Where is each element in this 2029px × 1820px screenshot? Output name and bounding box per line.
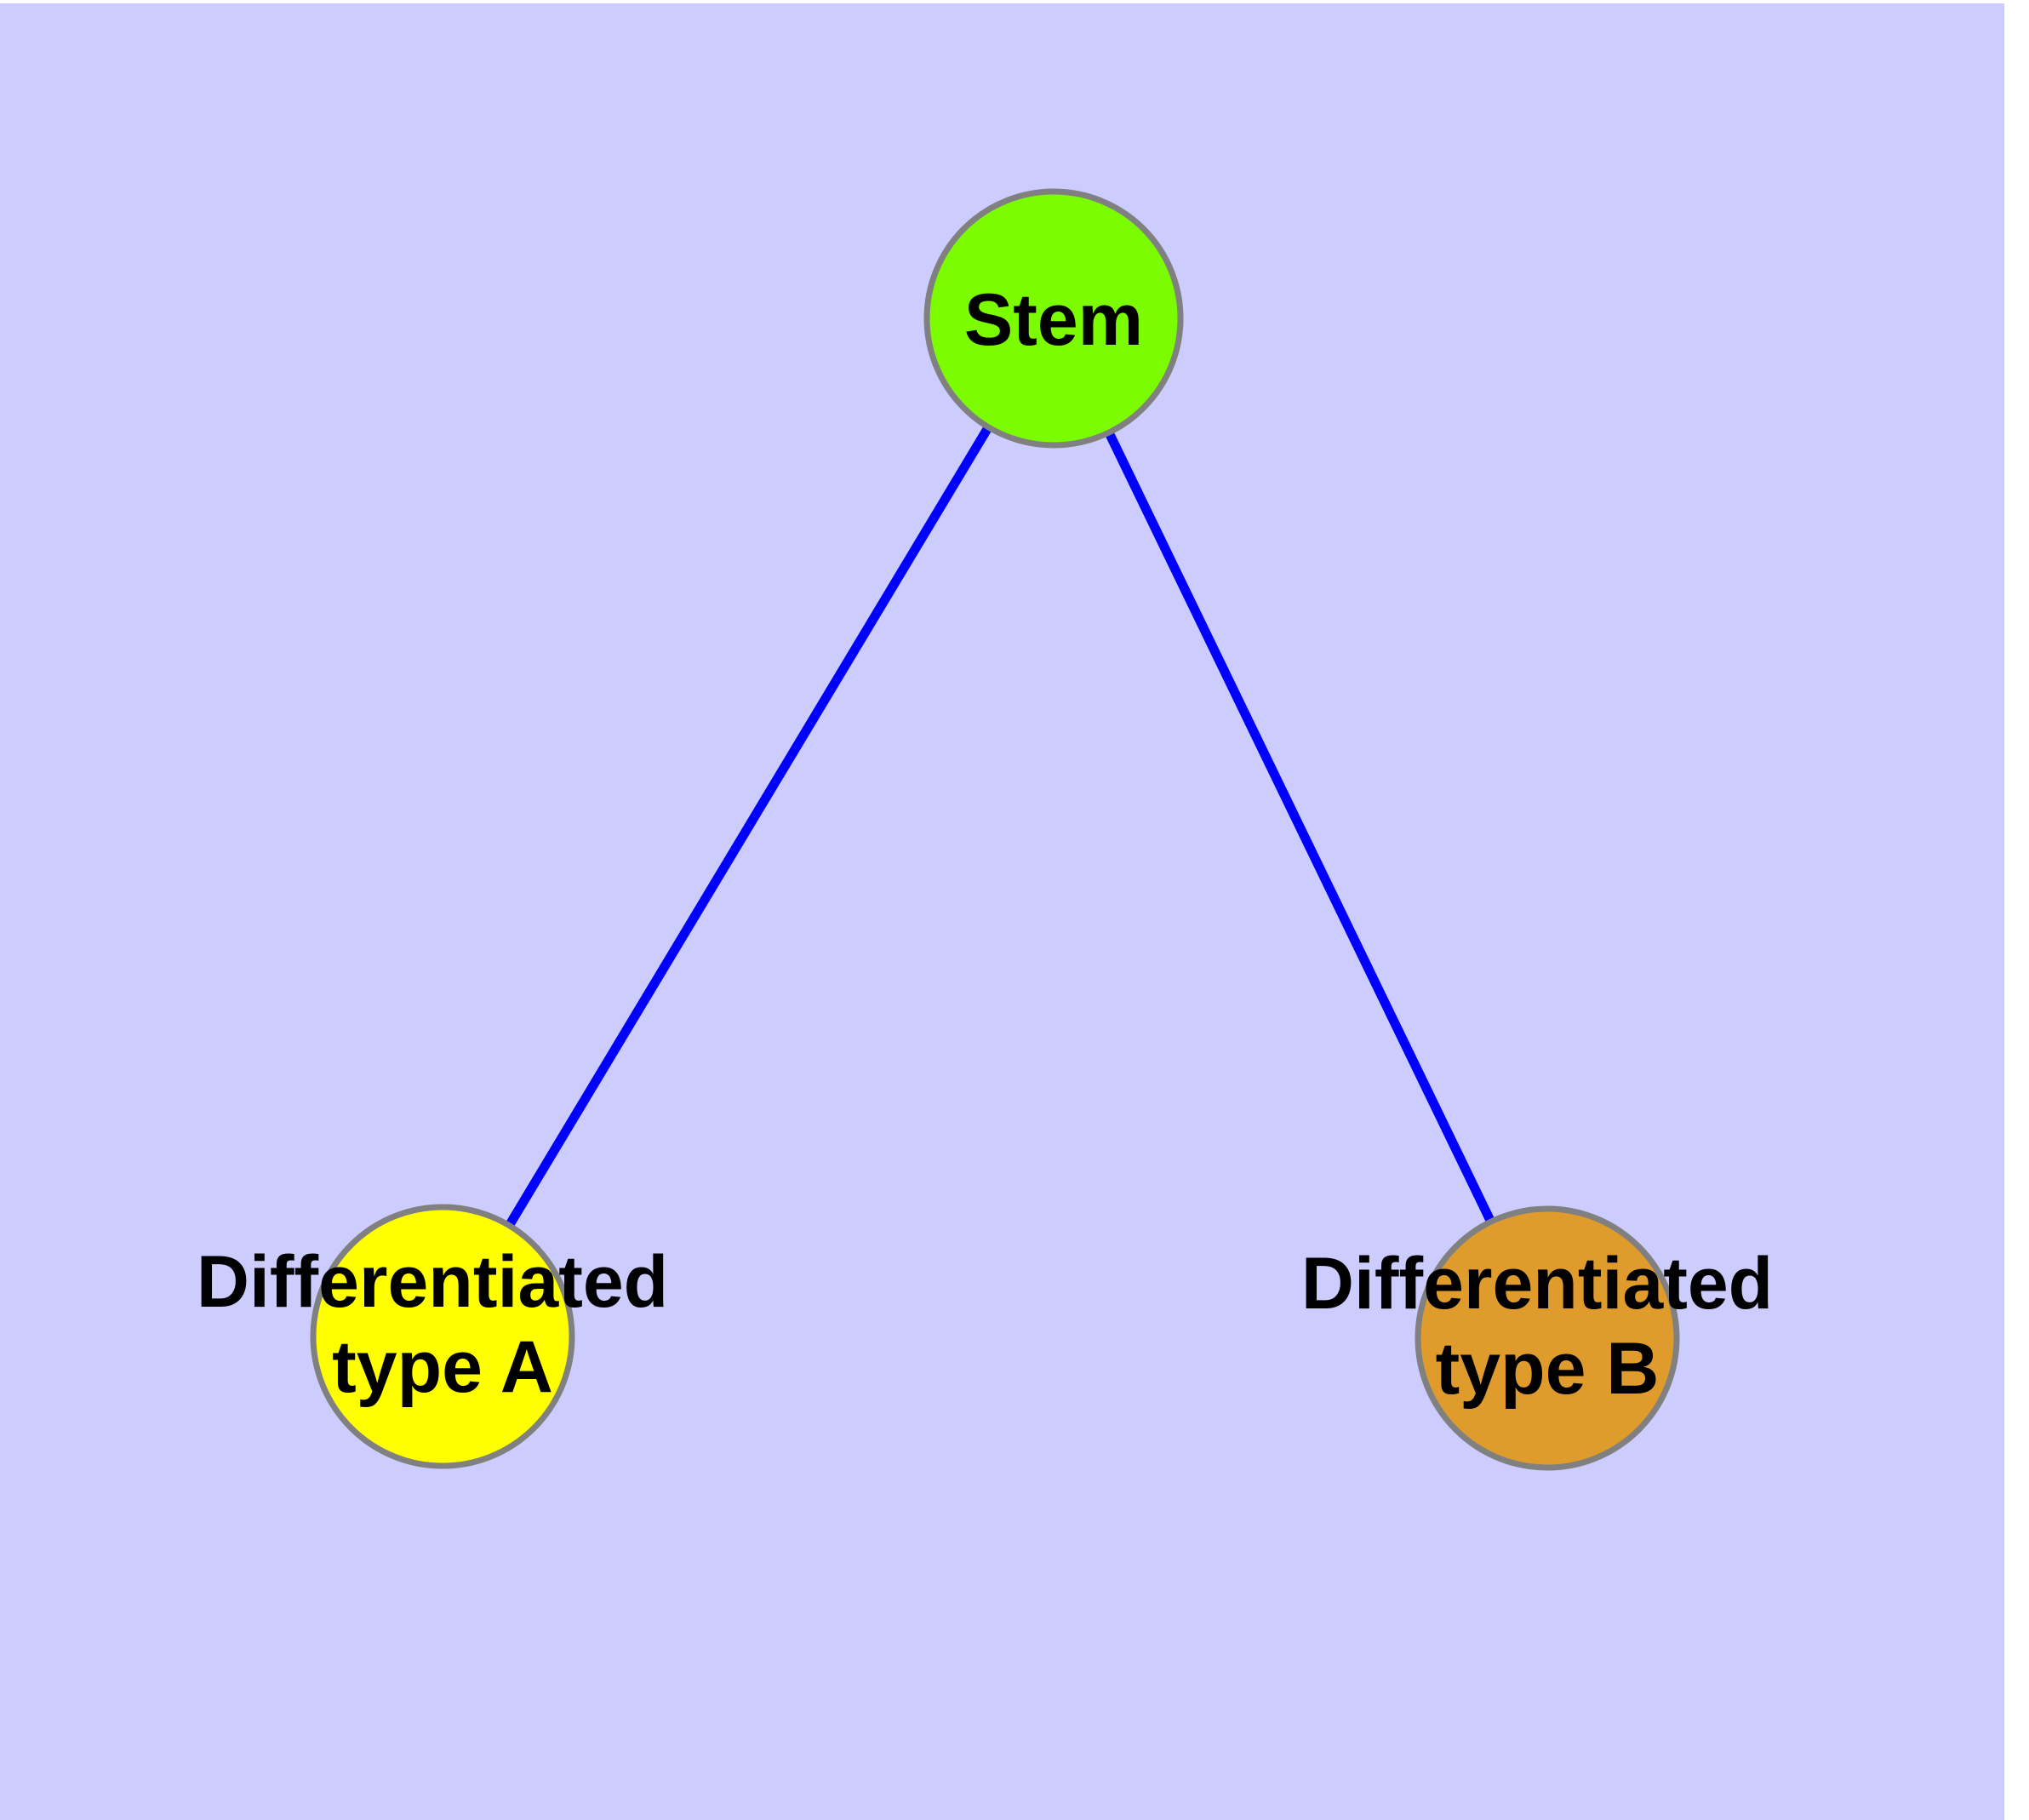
node-diff-b-circle[interactable]: [1415, 1205, 1680, 1471]
node-stem-label: Stem: [964, 279, 1143, 361]
edge-stem-to-diff-a[interactable]: [438, 316, 1058, 1339]
graph-plot-area: Stem Differentiated type A Differentiate…: [0, 3, 2004, 1820]
node-stem-circle[interactable]: [923, 188, 1184, 449]
edge-layer: [438, 316, 1552, 1341]
node-diff-a-label: Differentiated type A: [197, 1241, 689, 1408]
node-label-layer: Stem Differentiated type A Differentiate…: [197, 279, 1793, 1410]
node-diff-a-circle[interactable]: [310, 1204, 575, 1469]
node-diff-a-label-line-0: Differentiated: [197, 1241, 668, 1323]
node-diff-a[interactable]: [310, 1204, 575, 1469]
node-layer: [310, 188, 1680, 1471]
node-diff-b-label-line-0: Differentiated: [1301, 1243, 1773, 1325]
node-diff-a-label-line-1: type A: [332, 1326, 553, 1408]
node-diff-b[interactable]: [1415, 1205, 1680, 1471]
node-diff-b-label-line-1: type B: [1436, 1328, 1660, 1410]
node-stem-label-line-0: Stem: [964, 279, 1143, 361]
graph-svg: Stem Differentiated type A Differentiate…: [197, 188, 1793, 1471]
node-diff-b-label: Differentiated type B: [1301, 1243, 1793, 1410]
node-stem[interactable]: [923, 188, 1184, 449]
edge-stem-to-diff-b[interactable]: [1049, 316, 1552, 1341]
